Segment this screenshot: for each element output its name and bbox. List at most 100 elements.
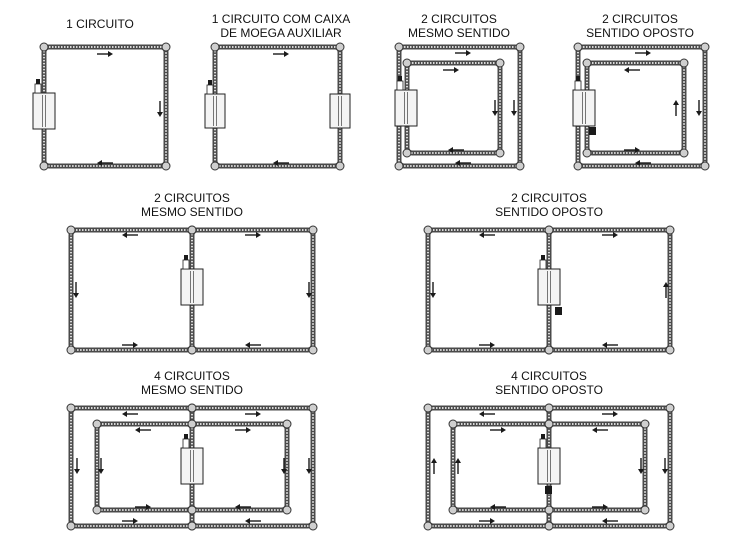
drive-boxes-layer <box>32 76 596 494</box>
corner-wheel <box>448 505 458 515</box>
corner-wheel <box>394 161 404 171</box>
corner-wheel <box>335 161 345 171</box>
conveyor-chain <box>191 229 314 351</box>
conveyor-loop <box>189 421 290 513</box>
drive-box <box>537 268 561 306</box>
direction-arrow-head <box>592 427 597 433</box>
corner-wheel <box>544 521 554 531</box>
direction-arrow-head <box>492 111 498 116</box>
direction-arrow-head <box>624 67 629 73</box>
direction-arrow-head <box>490 504 495 510</box>
direction-arrow-head <box>133 342 138 348</box>
direction-arrow-head <box>157 112 163 117</box>
corner-wheel <box>448 419 458 429</box>
conveyor-chain <box>191 407 314 527</box>
motor <box>36 79 40 84</box>
corner-wheel <box>544 403 554 413</box>
label-2-circuitos-sentido-oposto-side: 2 CIRCUITOS SENTIDO OPOSTO <box>495 191 603 219</box>
corner-wheel <box>679 148 689 158</box>
direction-arrow-head <box>74 469 80 474</box>
conveyor-chain <box>70 407 193 527</box>
direction-arrow-head <box>73 293 79 298</box>
direction-arrow-head <box>635 147 640 153</box>
corner-wheel <box>187 403 197 413</box>
conveyor-chain <box>43 46 167 167</box>
label-1-circuito-caixa-auxiliar: 1 CIRCUITO COM CAIXA DE MOEGA AUXILIAR <box>211 12 351 40</box>
motor-housing <box>182 259 190 270</box>
drive-box <box>394 89 418 127</box>
direction-arrow-head <box>673 100 679 105</box>
direction-arrow-head <box>490 518 495 524</box>
corner-wheel <box>282 505 292 515</box>
direction-arrow-head <box>273 160 278 166</box>
label-4-circuitos-mesmo-sentido: 4 CIRCUITOS MESMO SENTIDO <box>140 369 244 397</box>
motor <box>541 255 545 260</box>
motor-housing <box>539 259 547 270</box>
motor-secondary <box>589 127 596 135</box>
corner-wheel <box>282 419 292 429</box>
conveyor-loop <box>41 44 169 169</box>
conveyor-loop <box>94 421 195 513</box>
conveyor-chain <box>548 229 671 351</box>
corner-wheel <box>640 419 650 429</box>
conveyor-chain <box>70 229 193 351</box>
direction-arrow-head <box>98 469 104 474</box>
corner-wheel <box>66 521 76 531</box>
direction-arrow-head <box>235 504 240 510</box>
corner-wheel <box>495 58 505 68</box>
label-2-circuitos-sentido-oposto-nested: 2 CIRCUITOS SENTIDO OPOSTO <box>586 12 694 40</box>
motor-housing <box>396 80 404 91</box>
direction-arrow-head <box>501 427 506 433</box>
drive-box <box>537 447 561 485</box>
direction-arrow-head <box>663 282 669 287</box>
direction-arrow-head <box>245 518 250 524</box>
corner-wheel <box>544 345 554 355</box>
corner-wheel <box>161 161 171 171</box>
motor <box>184 255 188 260</box>
direction-arrow-head <box>638 469 644 474</box>
direction-arrow-head <box>613 411 618 417</box>
direction-arrow-head <box>245 342 250 348</box>
corner-wheel <box>544 225 554 235</box>
direction-arrow-head <box>635 160 640 166</box>
corner-wheel <box>544 419 554 429</box>
direction-arrow-head <box>281 469 287 474</box>
corner-wheel <box>665 225 675 235</box>
corner-wheel <box>161 42 171 52</box>
corner-wheel <box>66 403 76 413</box>
corner-wheel <box>423 521 433 531</box>
motor <box>576 76 580 81</box>
direction-arrow-head <box>133 518 138 524</box>
label-1-circuito: 1 CIRCUITO <box>66 17 134 31</box>
corner-wheel <box>92 505 102 515</box>
direction-arrow-head <box>455 458 461 463</box>
corner-wheel <box>187 505 197 515</box>
motor-housing <box>182 438 190 449</box>
direction-arrow-head <box>108 51 113 57</box>
corner-wheel <box>665 521 675 531</box>
conveyor-loop <box>546 421 648 513</box>
conveyor-loop <box>68 227 195 353</box>
corner-wheel <box>665 403 675 413</box>
direction-arrow-head <box>97 160 102 166</box>
corner-wheel <box>210 42 220 52</box>
corner-wheel <box>308 345 318 355</box>
corner-wheel <box>187 345 197 355</box>
conveyor-chain <box>452 423 550 511</box>
conveyor-loop <box>404 60 503 156</box>
direction-arrow-head <box>256 411 261 417</box>
direction-arrow-head <box>696 111 702 116</box>
corner-wheel <box>423 345 433 355</box>
motor-secondary <box>555 307 562 315</box>
corner-wheel <box>573 42 583 52</box>
drive-box <box>204 93 226 129</box>
corner-wheel <box>187 521 197 531</box>
direction-arrow-head <box>454 67 459 73</box>
corner-wheel <box>335 42 345 52</box>
motor <box>398 76 402 81</box>
conveyor-loop <box>425 227 552 353</box>
label-4-circuitos-sentido-oposto: 4 CIRCUITOS SENTIDO OPOSTO <box>495 369 603 397</box>
direction-arrow-head <box>430 293 436 298</box>
direction-arrow-head <box>306 293 312 298</box>
